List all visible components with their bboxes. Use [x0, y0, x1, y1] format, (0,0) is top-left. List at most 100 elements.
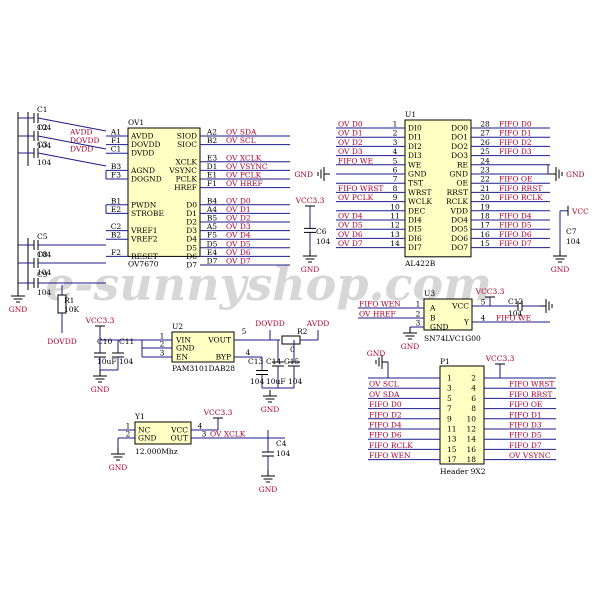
c6-ref: C6 — [316, 227, 327, 236]
net-label: OV D4 — [338, 212, 363, 221]
header-pin-num: 6 — [471, 394, 476, 403]
net-label: FIFO D2 — [369, 410, 402, 419]
ov7670-pin-name: D0 — [186, 200, 197, 209]
header-pin-num: 1 — [447, 374, 452, 383]
ov7670-pin-name: XCLK — [175, 157, 197, 166]
net-label: OV D3 — [226, 222, 251, 231]
u2-pin-name: EN — [176, 353, 188, 362]
net-label: FIFO D3 — [499, 147, 532, 156]
vcc-label: VCC3.3 — [295, 196, 325, 205]
header-pin-num: 12 — [466, 425, 476, 434]
al422b-pin-name: GND — [408, 170, 427, 179]
u3-pin-num: 4 — [481, 314, 486, 323]
cap-ref: C3 — [37, 140, 48, 149]
u3-part: SN74LVC1G00 — [424, 334, 481, 343]
u3-pin-name: GND — [430, 323, 449, 332]
al422b-pin-num: 7 — [393, 175, 398, 184]
al422b-pin-num: 8 — [393, 184, 398, 193]
net-label: FIFO RRST — [499, 184, 542, 193]
net-label: FIFO WRST — [509, 380, 554, 389]
net-label: FIFO RRST — [509, 390, 552, 399]
u2-pin-name: BYP — [216, 353, 231, 362]
al422b-pin-name: OE — [456, 179, 468, 188]
u2-pin-num: 2 — [160, 340, 165, 349]
ov7670-pin-num: B3 — [111, 162, 122, 171]
header-pin-num: 14 — [466, 435, 476, 444]
ov7670-pin-num: F1 — [207, 179, 217, 188]
al422b-pin-num: 25 — [480, 147, 490, 156]
cap-value: 104 — [37, 141, 52, 150]
header-pin-num: 2 — [471, 374, 476, 383]
ov7670-pin-name: D2 — [186, 218, 197, 227]
y1-pin-num: 3 — [202, 430, 207, 439]
r1-net: DOVDD — [47, 337, 76, 346]
net-label: OV D2 — [338, 138, 363, 147]
c7-gnd-label: GND — [551, 265, 570, 274]
ov7670-pin-name: D6 — [186, 252, 197, 261]
al422b-pin-name: DI6 — [408, 234, 422, 243]
u2-avdd: AVDD — [306, 319, 330, 328]
al422b-pin-name: DEC — [408, 206, 425, 215]
net-label: OV D2 — [226, 214, 251, 223]
net-label: OV XCLK — [210, 430, 246, 439]
ov7670-pin-name: PWDN — [131, 200, 157, 209]
r1-ref: R1 — [64, 296, 74, 305]
net-label: OV D4 — [226, 231, 251, 240]
c11-ref: C11 — [119, 337, 134, 346]
al422b-pin-num: 19 — [480, 202, 490, 211]
ov7670-pin-name: RESET — [131, 252, 158, 261]
al422b-pin-name: RCLK — [446, 197, 468, 206]
header-pin-num: 13 — [447, 435, 457, 444]
ov7670-ref: OV1 — [128, 118, 144, 127]
u2-out-gnd-label: GND — [261, 405, 280, 414]
cap-value: 104 — [37, 158, 52, 167]
al422b-pin-num: 14 — [390, 239, 400, 248]
ov7670-pin-num: A5 — [206, 222, 217, 231]
al422b-pin-num: 23 — [480, 166, 490, 175]
c7-value: 104 — [566, 237, 581, 246]
ov7670-pin-name: VSYNC — [168, 166, 197, 175]
header-pin-num: 7 — [447, 404, 452, 413]
net-label: FIFO WEN — [369, 451, 411, 460]
al422b-part: AL422B — [404, 259, 436, 268]
ov7670-pin-name: DVDD — [131, 149, 154, 158]
al422b-pin-num: 13 — [390, 230, 400, 239]
net-label: OV D5 — [226, 239, 251, 248]
header-body — [439, 365, 485, 465]
net-label: OV HREF — [359, 310, 396, 319]
al422b-gnd-left-label: GND — [294, 170, 313, 179]
c4-value: 104 — [276, 449, 291, 458]
al422b-pin-name: DI3 — [408, 151, 422, 160]
u3-pin-num: 2 — [416, 310, 421, 319]
al422b-pin-name: DO4 — [451, 216, 468, 225]
u2-pin-name: GND — [176, 344, 195, 353]
cap-value: 104 — [37, 250, 52, 259]
al422b-ref: U1 — [405, 110, 416, 119]
ov7670-pin-num: E2 — [111, 205, 121, 214]
ov7670-pin-num: B5 — [207, 214, 218, 223]
cap-lead — [37, 152, 107, 167]
u2-pin-name: VIN — [175, 336, 191, 345]
ov7670-part: OV7670 — [128, 259, 159, 268]
net-label: OV D1 — [226, 205, 251, 214]
cap-value: 104 — [37, 288, 52, 297]
net-label: OV D7 — [338, 239, 363, 248]
al422b-pin-num: 10 — [390, 202, 400, 211]
al422b-pin-num: 17 — [480, 221, 490, 230]
net-label: FIFO D4 — [499, 212, 532, 221]
al422b-pin-num: 11 — [390, 212, 400, 221]
net-label: OV SCL — [369, 380, 399, 389]
al422b-pin-name: VDD — [450, 206, 468, 215]
al422b-pin-name: DI7 — [408, 243, 422, 252]
c15-value: 104 — [288, 377, 303, 386]
al422b-pin-name: DI1 — [408, 133, 422, 142]
ov7670-pin-num: C1 — [111, 145, 122, 154]
header-pin-num: 4 — [471, 384, 476, 393]
u2-pin-num: 3 — [160, 349, 165, 358]
ov7670-pin-name: DOVDD — [131, 140, 160, 149]
c12-value: 104 — [508, 309, 523, 318]
c6-value: 104 — [316, 237, 331, 246]
net-label: FIFO D6 — [369, 431, 402, 440]
net-label: OV PCLK — [338, 193, 374, 202]
